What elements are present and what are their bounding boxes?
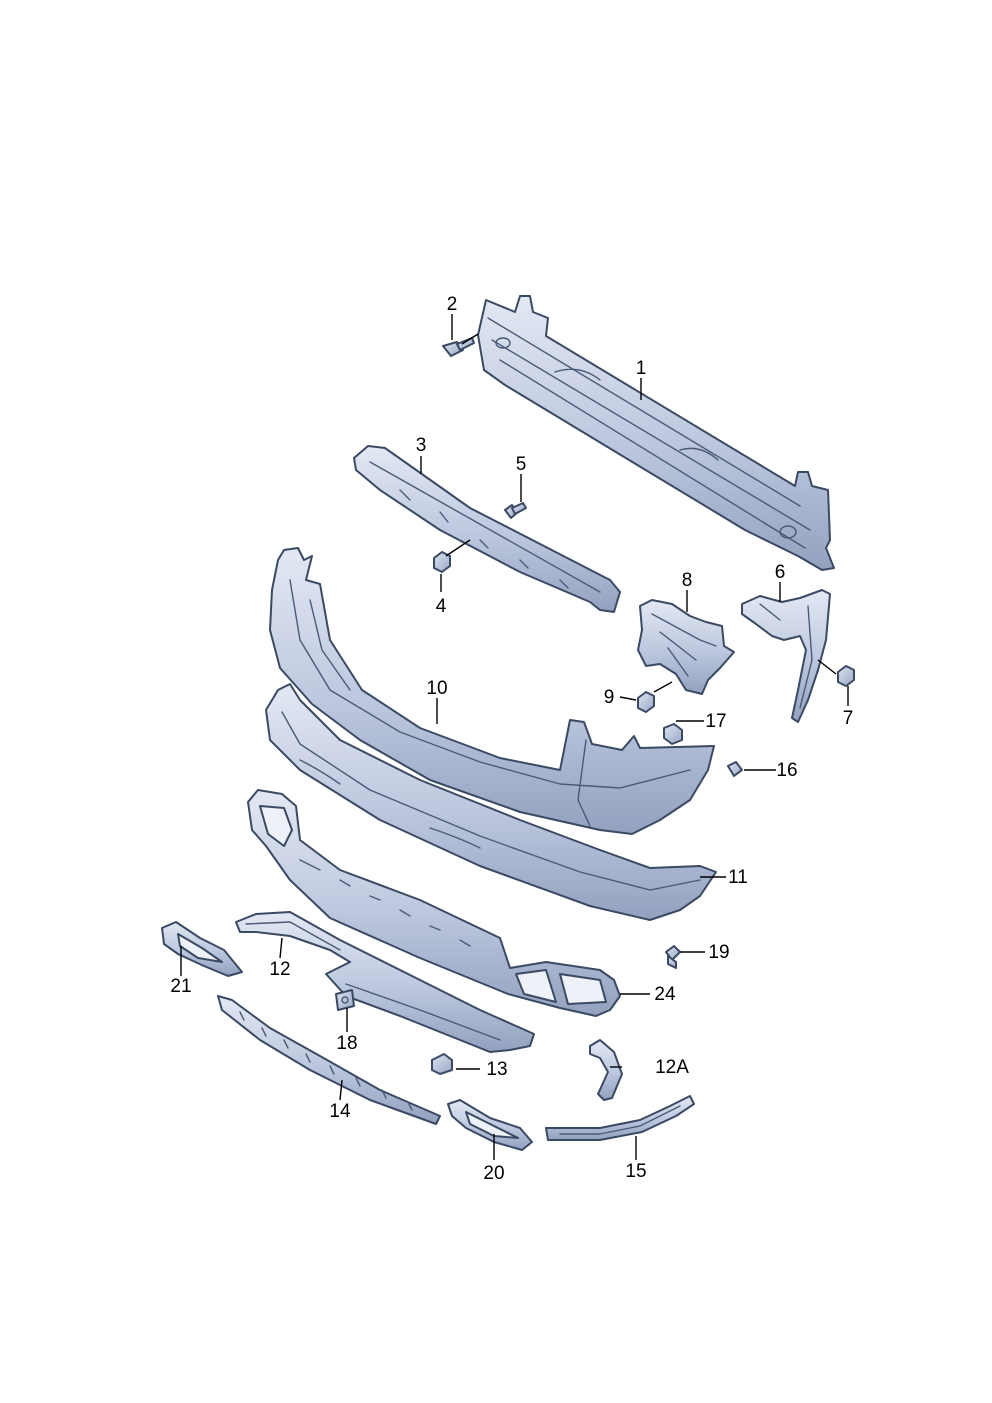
callout-19: 19 <box>708 942 729 963</box>
part-6-side-guide-bracket <box>741 589 831 723</box>
part-19-screw <box>665 945 681 969</box>
part-12a-side-trim <box>589 1039 623 1101</box>
part-13-clip <box>431 1053 453 1075</box>
part-18-clip <box>335 989 355 1011</box>
part-7-nut <box>837 665 855 687</box>
callout-24: 24 <box>654 984 676 1005</box>
callout-21: 21 <box>170 976 191 997</box>
callout-labels: 1 2 3 4 5 6 7 8 9 10 11 12 12A 13 14 15 … <box>170 294 853 1184</box>
part-14-lower-trim-strip <box>217 995 441 1125</box>
callout-7: 7 <box>843 708 854 729</box>
callout-16: 16 <box>776 760 797 781</box>
part-16-screw <box>727 761 743 777</box>
callout-3: 3 <box>416 435 427 456</box>
part-3-absorber-bracket <box>353 445 621 613</box>
callout-12a: 12A <box>655 1057 689 1078</box>
callout-15: 15 <box>625 1161 646 1182</box>
part-8-guide-bracket <box>637 599 735 695</box>
part-10-bumper-cover <box>269 547 715 835</box>
part-2-bolt <box>442 337 475 357</box>
part-11-lower-bumper-trim <box>265 683 717 921</box>
part-1-bumper-reinforcement <box>477 295 835 571</box>
callout-1: 1 <box>636 358 647 379</box>
part-17-spacer <box>663 723 683 745</box>
callout-9: 9 <box>604 687 615 708</box>
part-4-nut <box>433 551 451 573</box>
callout-4: 4 <box>436 596 447 617</box>
callout-2: 2 <box>447 294 458 315</box>
callout-13: 13 <box>486 1059 507 1080</box>
leader-lines <box>180 314 849 1160</box>
part-12-lower-trim <box>235 911 535 1053</box>
callout-17: 17 <box>705 711 726 732</box>
callout-10: 10 <box>426 678 447 699</box>
callout-12: 12 <box>269 959 290 980</box>
callout-14: 14 <box>329 1101 351 1122</box>
part-20-exhaust-trim-right <box>447 1099 533 1151</box>
callout-6: 6 <box>775 562 786 583</box>
part-5-bolt <box>504 502 527 519</box>
callout-5: 5 <box>516 454 527 475</box>
part-24-diffuser <box>247 789 621 1017</box>
part-9-nut <box>637 691 655 713</box>
part-21-exhaust-trim-left <box>161 921 243 977</box>
callout-20: 20 <box>483 1163 504 1184</box>
callout-18: 18 <box>336 1033 357 1054</box>
part-15-trim-strip <box>545 1095 695 1141</box>
callout-11: 11 <box>728 867 748 888</box>
callout-8: 8 <box>682 570 693 591</box>
